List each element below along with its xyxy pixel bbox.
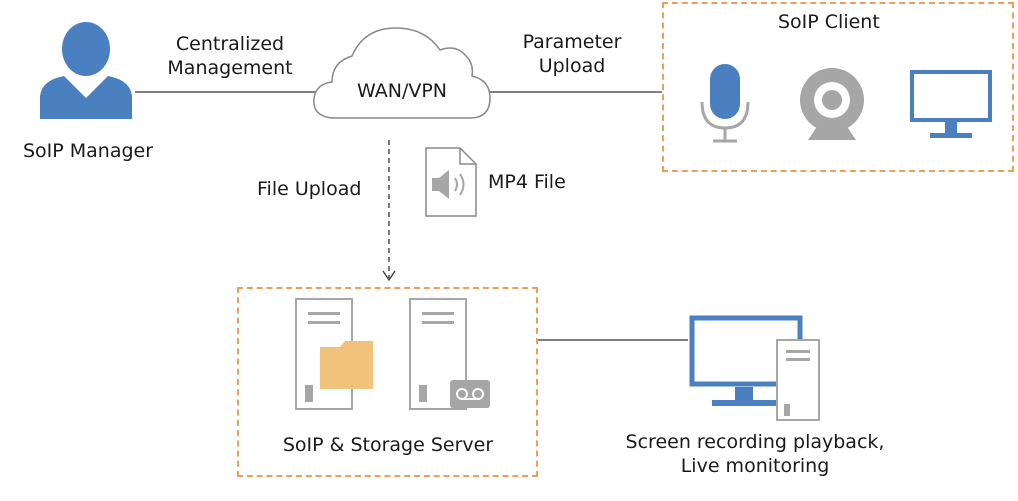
client-title: SoIP Client [778, 11, 880, 33]
file-upload-label: File Upload [257, 178, 362, 200]
manager-person-icon [40, 22, 132, 119]
arrowhead-icon [382, 270, 396, 282]
parameter-line2: Upload [538, 54, 606, 77]
cloud-icon [313, 27, 491, 119]
webcam-icon [800, 68, 864, 140]
workstation-label: Screen recording playback, Live monitori… [590, 431, 920, 479]
mp4-file-icon [425, 147, 477, 217]
mp4-file-label: MP4 File [488, 171, 566, 193]
server-label: SoIP & Storage Server [282, 434, 494, 456]
centralized-management-label: Centralized Management [145, 33, 315, 81]
server-group-box [237, 287, 538, 477]
voicemail-icon [450, 380, 490, 408]
parameter-upload-label: Parameter Upload [497, 31, 647, 79]
microphone-icon [700, 64, 750, 143]
centralized-line2: Management [167, 56, 293, 79]
client-monitor-icon [910, 70, 992, 138]
cloud-label: WAN/VPN [356, 80, 448, 102]
centralized-line1: Centralized [175, 33, 285, 55]
client-group-box [662, 2, 1014, 172]
workstation-line2: Live monitoring [680, 454, 830, 477]
manager-label: SoIP Manager [22, 140, 154, 162]
workstation-line1: Screen recording playback, [625, 431, 885, 453]
workstation-tower-icon [776, 339, 820, 421]
folder-icon [320, 341, 373, 389]
parameter-line1: Parameter [522, 31, 622, 53]
